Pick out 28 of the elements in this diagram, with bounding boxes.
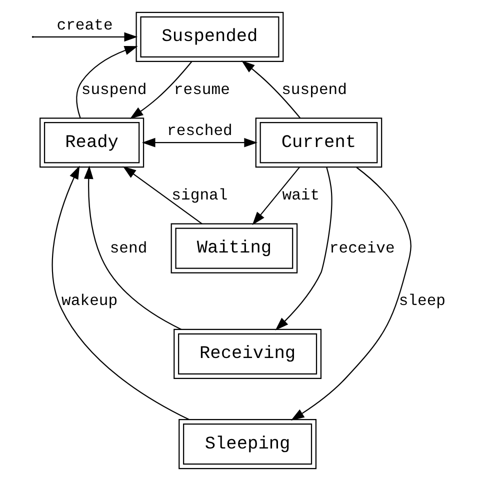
edge-label: signal xyxy=(172,186,228,205)
arrow xyxy=(130,61,192,119)
arrow xyxy=(33,32,138,42)
arrow xyxy=(52,166,190,420)
node-box: Ready xyxy=(40,118,144,168)
node-box: Sleeping xyxy=(178,419,316,470)
node-box: Suspended xyxy=(136,12,284,62)
edge-label: resched xyxy=(167,122,232,140)
arrow xyxy=(290,166,412,420)
edge-label: receive xyxy=(329,239,395,258)
node-box: Waiting xyxy=(170,223,298,274)
node-box: Current xyxy=(255,118,382,168)
edge-label: resume xyxy=(174,80,230,99)
arrow xyxy=(76,46,138,118)
arrow xyxy=(122,166,202,224)
edge-label: create xyxy=(56,16,113,34)
arrow xyxy=(252,166,300,226)
arrow xyxy=(241,60,301,118)
arrow xyxy=(275,167,332,330)
edge-label: suspend xyxy=(282,80,347,99)
edge-label: send xyxy=(110,239,148,258)
edge-label: wait xyxy=(282,186,320,205)
arrow xyxy=(84,166,182,330)
edge-label: sleep xyxy=(398,292,446,310)
edge-label: suspend xyxy=(81,80,147,99)
node-box: Receiving xyxy=(174,328,322,379)
edge-label: wakeup xyxy=(62,292,118,310)
arrow xyxy=(142,138,258,148)
